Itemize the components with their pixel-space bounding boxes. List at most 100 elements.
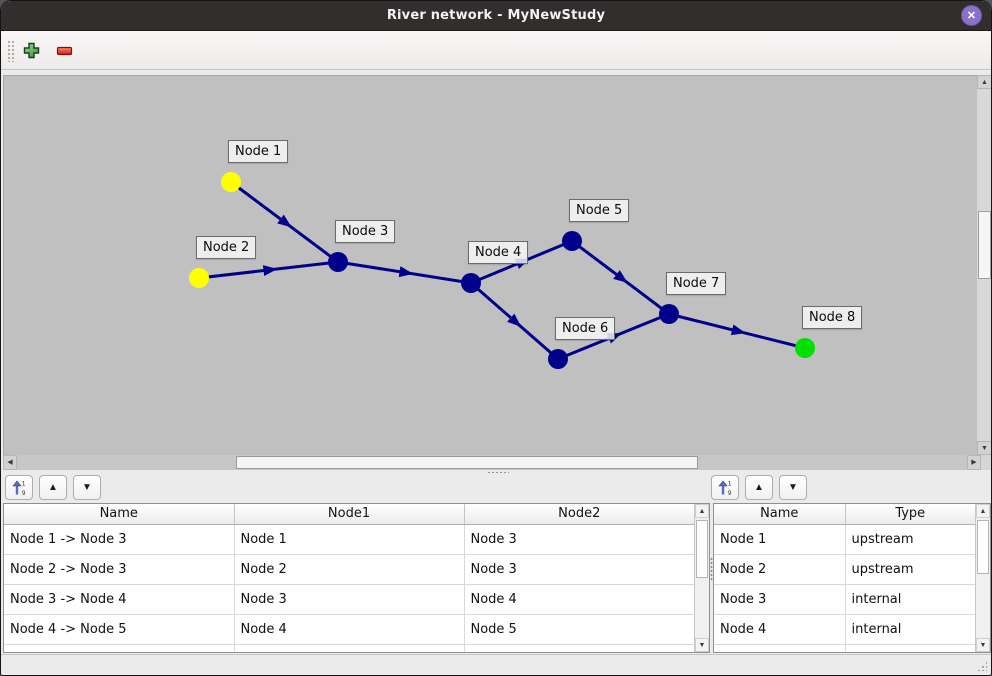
remove-button[interactable] <box>51 37 77 63</box>
canvas-horizontal-scrollbar[interactable]: ◀ ▶ <box>3 455 981 470</box>
resize-grip[interactable] <box>977 661 987 671</box>
river-node[interactable] <box>461 273 481 293</box>
reaches-table-scrollbar[interactable]: ▲ ▼ <box>694 504 709 652</box>
scroll-thumb[interactable] <box>696 520 708 578</box>
svg-text:9: 9 <box>22 491 26 496</box>
node-label[interactable]: Node 7 <box>666 272 727 295</box>
titlebar[interactable]: River network - MyNewStudy ✕ <box>1 1 991 31</box>
river-node[interactable] <box>189 268 209 288</box>
canvas-vertical-scrollbar[interactable]: ▲ ▼ <box>977 75 991 455</box>
green-plus-icon <box>23 42 39 58</box>
table-cell[interactable]: Node 4 <box>714 614 846 645</box>
close-icon: ✕ <box>966 10 977 22</box>
vertical-scroll-thumb[interactable] <box>978 211 991 279</box>
table-cell[interactable]: Node 4 <box>464 584 694 615</box>
move-down-node-button[interactable]: ▼ <box>779 475 807 500</box>
sort-nodes-button[interactable]: 1 9 <box>711 475 739 500</box>
table-cell[interactable]: Node 4 -> Node 5 <box>4 614 235 645</box>
move-up-reach-button[interactable]: ▲ <box>39 475 67 500</box>
network-canvas[interactable]: Node 1 Node 2 Node 3 Node 4 Node 5 Node 6 Node… <box>3 75 977 455</box>
column-header[interactable]: Name <box>714 504 846 525</box>
sort-reaches-button[interactable]: 1 9 <box>5 475 33 500</box>
nodes-table-scrollbar[interactable]: ▲ ▼ <box>975 504 990 652</box>
river-node[interactable] <box>548 349 568 369</box>
flow-direction-arrow-icon <box>730 324 746 336</box>
splitter-handle-icon <box>487 471 509 474</box>
table-cell[interactable] <box>4 644 235 652</box>
node-label[interactable]: Node 4 <box>468 241 529 264</box>
river-node[interactable] <box>659 304 679 324</box>
table-cell[interactable]: Node 3 <box>464 524 694 555</box>
scroll-down-icon[interactable]: ▼ <box>977 441 991 455</box>
table-cell[interactable]: internal <box>845 614 975 645</box>
move-down-reach-button[interactable]: ▼ <box>73 475 101 500</box>
table-cell[interactable]: Node 5 <box>464 614 694 645</box>
column-header[interactable]: Name <box>4 504 235 525</box>
add-button[interactable] <box>18 37 44 63</box>
table-cell[interactable]: Node 3 <box>464 554 694 585</box>
table-cell[interactable]: Node 2 <box>234 554 465 585</box>
close-button[interactable]: ✕ <box>961 5 982 26</box>
table-cell[interactable]: Node 1 <box>234 524 465 555</box>
scroll-left-icon[interactable]: ◀ <box>3 455 17 470</box>
table-cell[interactable]: Node 3 <box>714 584 846 615</box>
river-node[interactable] <box>562 231 582 251</box>
scroll-down-icon[interactable]: ▼ <box>976 638 990 652</box>
scroll-right-icon[interactable]: ▶ <box>967 455 981 470</box>
scroll-up-icon[interactable]: ▲ <box>977 75 991 89</box>
table-cell[interactable]: Node 1 -> Node 3 <box>4 524 235 555</box>
node-label[interactable]: Node 6 <box>555 317 616 340</box>
flow-direction-arrow-icon <box>277 214 292 228</box>
node-label[interactable]: Node 2 <box>196 236 257 259</box>
column-header[interactable]: Node1 <box>234 504 465 525</box>
status-bar <box>1 654 991 675</box>
table-cell[interactable]: internal <box>845 584 975 615</box>
node-label[interactable]: Node 8 <box>802 306 863 329</box>
table-cell[interactable]: upstream <box>845 554 975 585</box>
river-network-graph <box>189 172 815 369</box>
splitter-handle-icon <box>710 557 713 581</box>
river-node[interactable] <box>795 338 815 358</box>
table-cell[interactable] <box>234 644 465 652</box>
table-cell[interactable] <box>714 644 846 652</box>
flow-direction-arrow-icon <box>398 266 414 278</box>
node-label[interactable]: Node 3 <box>335 220 396 243</box>
table-cell[interactable]: upstream <box>845 524 975 555</box>
scroll-up-icon[interactable]: ▲ <box>976 504 990 518</box>
tables-splitter[interactable] <box>710 503 713 653</box>
horizontal-splitter[interactable] <box>1 470 991 476</box>
node-label[interactable]: Node 1 <box>228 140 289 163</box>
table-cell[interactable] <box>845 644 975 652</box>
column-header[interactable]: Type <box>845 504 975 525</box>
table-cell[interactable]: Node 1 <box>714 524 846 555</box>
flow-direction-arrow-icon <box>507 313 522 327</box>
scroll-down-icon[interactable]: ▼ <box>695 638 709 652</box>
node-label[interactable]: Node 5 <box>569 199 630 222</box>
table-cell[interactable]: Node 4 <box>234 614 465 645</box>
svg-text:9: 9 <box>728 491 732 496</box>
river-node[interactable] <box>328 252 348 272</box>
table-cell[interactable] <box>464 644 694 652</box>
table-row[interactable] <box>4 644 694 652</box>
move-up-node-button[interactable]: ▲ <box>745 475 773 500</box>
horizontal-scroll-thumb[interactable] <box>236 456 698 469</box>
table-cell[interactable]: Node 3 <box>234 584 465 615</box>
scroll-up-icon[interactable]: ▲ <box>695 504 709 518</box>
table-cell[interactable]: Node 3 -> Node 4 <box>4 584 235 615</box>
column-header[interactable]: Node2 <box>464 504 694 525</box>
table-row[interactable] <box>714 644 975 652</box>
scroll-thumb[interactable] <box>977 520 989 574</box>
river-node[interactable] <box>221 172 241 192</box>
table-cell[interactable]: Node 2 <box>714 554 846 585</box>
table-cell[interactable]: Node 2 -> Node 3 <box>4 554 235 585</box>
toolbar-drag-handle[interactable] <box>7 40 16 62</box>
